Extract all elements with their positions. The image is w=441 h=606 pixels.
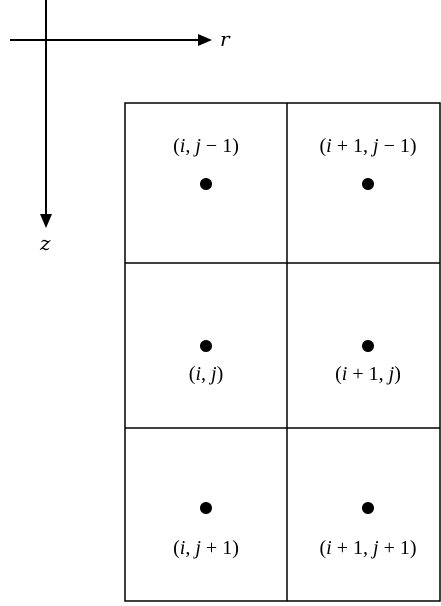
label-i-j: (i, j) [189,363,223,385]
label-ip1-jp1: (i + 1, j + 1) [319,537,416,559]
label-i-jm1: (i, j − 1) [173,135,239,157]
axes: r z [10,0,231,255]
node-dot-ip1-jm1 [362,178,374,190]
node-dots [200,178,374,514]
node-dot-ip1-j [362,340,374,352]
grid [124,102,441,602]
label-ip1-j: (i + 1, j) [335,363,401,385]
label-i-jp1: (i, j + 1) [173,537,239,559]
r-axis-label: r [220,27,231,51]
node-dot-i-j [200,340,212,352]
z-axis-arrowhead [40,214,52,228]
node-dot-i-jm1 [200,178,212,190]
r-axis-arrowhead [198,34,212,46]
cell-labels: (i, j − 1) (i + 1, j − 1) (i, j) (i + 1,… [173,135,416,559]
label-ip1-jm1: (i + 1, j − 1) [319,135,416,157]
grid-border [124,102,441,602]
z-axis-label: z [39,231,51,255]
node-dot-i-jp1 [200,502,212,514]
node-dot-ip1-jp1 [362,502,374,514]
